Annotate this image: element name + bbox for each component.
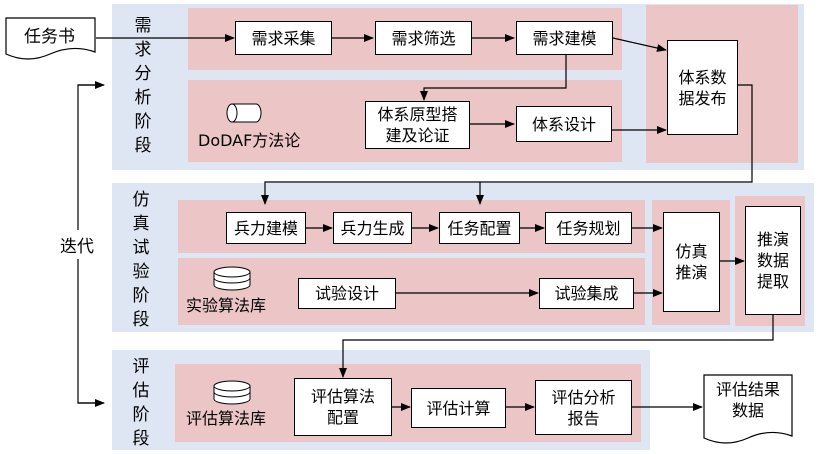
node-exp-design[interactable]: 试验设计 [298, 278, 396, 309]
node-task-config[interactable]: 任务配置 [439, 212, 520, 244]
node-force-gen[interactable]: 兵力生成 [333, 212, 412, 244]
evaluation-stage-label: 评估阶段 [132, 357, 150, 449]
node-arch-publish[interactable]: 体系数 据发布 [667, 40, 738, 135]
arrow-extract-to-evaluation [339, 315, 774, 378]
task-book-label: 任务书 [24, 27, 75, 47]
experiment-algo-label: 实验算法库 [186, 296, 267, 315]
node-arch-design[interactable]: 体系设计 [516, 106, 612, 142]
node-req-filter[interactable]: 需求筛选 [375, 21, 472, 55]
evaluation-algo-label: 评估算法库 [186, 409, 267, 428]
node-force-model[interactable]: 兵力建模 [226, 212, 306, 244]
eval-result-label: 评估结果 数据 [715, 380, 780, 420]
arrow-model-to-publish [612, 37, 667, 52]
node-sim-deduce[interactable]: 仿真 推演 [663, 212, 720, 312]
arrow-publish-to-simulation [261, 84, 753, 205]
iteration-label: 迭代 [60, 230, 94, 259]
node-arch-proto[interactable]: 体系原型搭 建及论证 [365, 101, 470, 149]
node-task-plan[interactable]: 任务规划 [545, 212, 632, 244]
node-exp-integrate[interactable]: 试验集成 [539, 278, 634, 309]
node-req-model[interactable]: 需求建模 [516, 21, 613, 55]
node-eval-report[interactable]: 评估分析 报告 [535, 380, 632, 435]
requirements-stage-label: 需求分析阶段 [134, 16, 152, 156]
arrow-model-to-proto [420, 55, 567, 101]
node-req-collect[interactable]: 需求采集 [235, 21, 332, 55]
dodaf-label: DoDAF方法论 [198, 131, 301, 150]
node-deduce-extract[interactable]: 推演 数据 提取 [745, 206, 801, 315]
node-eval-algo-config[interactable]: 评估算法 配置 [294, 378, 392, 436]
simulation-stage-label: 仿真试验阶段 [132, 190, 150, 330]
node-eval-compute[interactable]: 评估计算 [411, 388, 506, 428]
